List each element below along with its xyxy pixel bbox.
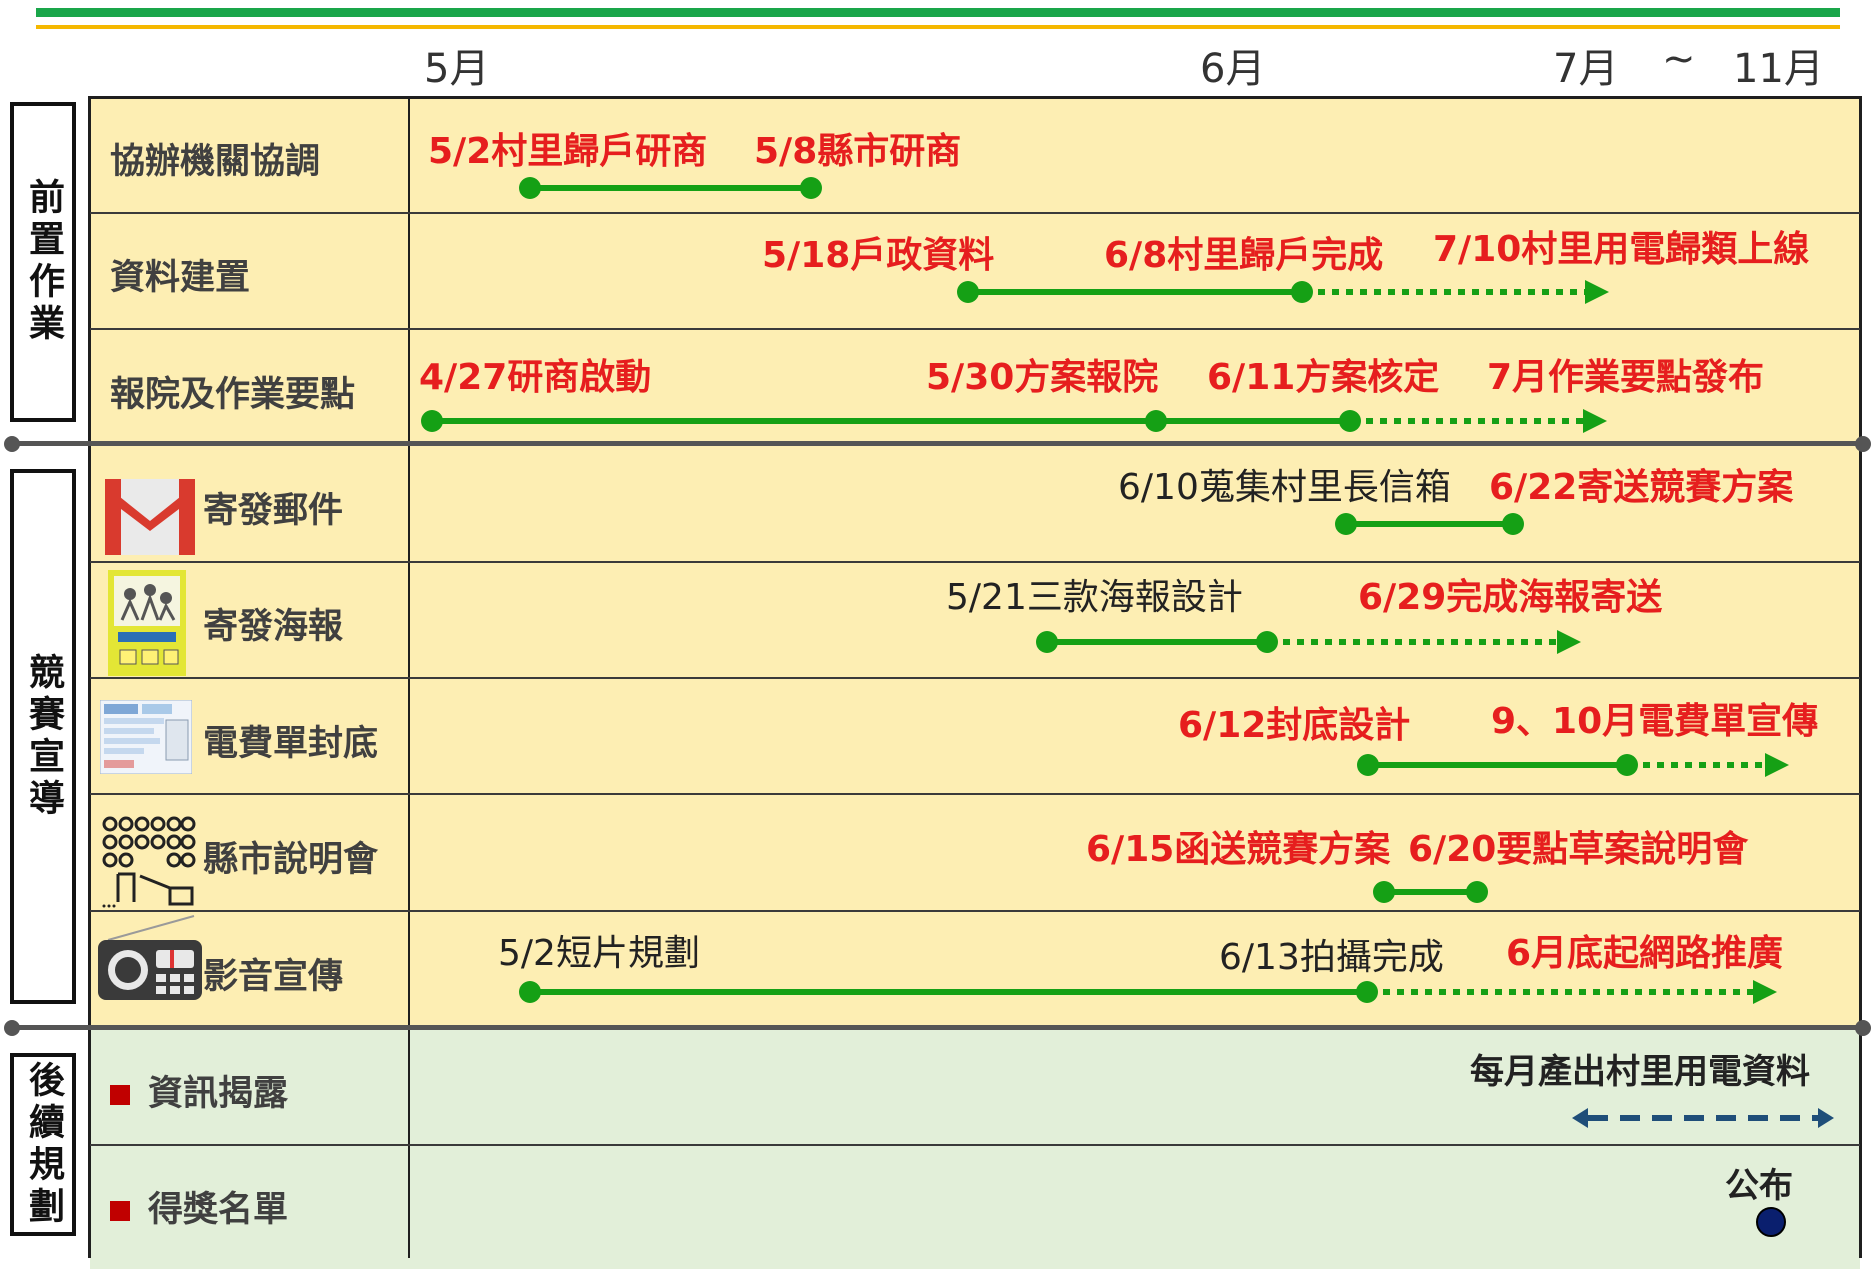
milestone-label: 6/29完成海報寄送 bbox=[1358, 577, 1663, 618]
phase-prep: 前置作業 bbox=[10, 102, 76, 422]
bill-icon bbox=[100, 700, 192, 774]
row-label-disclosure: 資訊揭露 bbox=[110, 1065, 288, 1116]
group-separator bbox=[10, 1025, 1863, 1030]
milestone-dot bbox=[421, 410, 443, 432]
milestone-label: 5/21三款海報設計 bbox=[946, 577, 1243, 618]
month-tilde: ~ bbox=[1662, 36, 1696, 82]
row-divider bbox=[90, 1144, 1860, 1146]
audience-icon bbox=[102, 816, 196, 908]
milestone-dot bbox=[1466, 881, 1488, 903]
promo-section bbox=[90, 445, 1860, 1027]
phase-follow: 後續規劃 bbox=[10, 1053, 76, 1236]
row-label-briefing: 縣市說明會 bbox=[203, 840, 379, 880]
milestone-dot bbox=[1256, 631, 1278, 653]
milestone-label: 7月作業要點發布 bbox=[1487, 357, 1765, 398]
milestone-label: 6/20要點草案說明會 bbox=[1408, 829, 1749, 870]
row-divider bbox=[90, 561, 1860, 563]
row-label-winners: 得獎名單 bbox=[110, 1181, 288, 1232]
milestone-label: 6月底起網路推廣 bbox=[1506, 933, 1784, 974]
month-nov: 11月 bbox=[1733, 46, 1824, 92]
gmail-icon bbox=[105, 479, 195, 555]
row-label-bill: 電費單封底 bbox=[203, 724, 379, 764]
milestone-label: 6/15函送競賽方案 bbox=[1086, 829, 1391, 870]
phase-promo-label: 競賽宣導 bbox=[23, 652, 64, 821]
phase-promo: 競賽宣導 bbox=[10, 469, 76, 1004]
milestone-label: 6/11方案核定 bbox=[1207, 357, 1440, 398]
month-may: 5月 bbox=[424, 46, 490, 92]
milestone-dot bbox=[519, 177, 541, 199]
phase-follow-label: 後續規劃 bbox=[23, 1060, 64, 1229]
publish-dot bbox=[1756, 1207, 1786, 1237]
milestone-label: 9、10月電費單宣傳 bbox=[1491, 701, 1819, 742]
group-separator bbox=[10, 441, 1863, 446]
milestone-label: 6/12封底設計 bbox=[1178, 705, 1411, 746]
radio-icon bbox=[98, 915, 202, 1000]
milestone-dot bbox=[1373, 881, 1395, 903]
milestone-label: 6/8村里歸戶完成 bbox=[1104, 235, 1384, 276]
row-divider bbox=[90, 212, 1860, 214]
dashed-arrow-disclosure bbox=[1572, 1108, 1834, 1128]
milestone-dot bbox=[1291, 281, 1313, 303]
separator-dot bbox=[1855, 436, 1871, 452]
row-label-poster: 寄發海報 bbox=[203, 607, 344, 647]
milestone-dot bbox=[519, 981, 541, 1003]
milestone-dot bbox=[1356, 981, 1378, 1003]
milestone-dot bbox=[1357, 754, 1379, 776]
milestone-label: 6/22寄送競賽方案 bbox=[1489, 467, 1794, 508]
month-july: 7月 bbox=[1553, 46, 1619, 92]
separator-dot bbox=[1855, 1020, 1871, 1036]
milestone-label: 5/30方案報院 bbox=[926, 357, 1159, 398]
row-label-disclosure-text: 資訊揭露 bbox=[148, 1074, 289, 1114]
row-label-video: 影音宣傳 bbox=[203, 957, 344, 997]
milestone-dot bbox=[1335, 513, 1357, 535]
milestone-label: 每月產出村里用電資料 bbox=[1470, 1052, 1810, 1092]
prep-section bbox=[90, 97, 1860, 444]
row-label-email: 寄發郵件 bbox=[203, 491, 344, 531]
month-june: 6月 bbox=[1200, 46, 1266, 92]
follow-section bbox=[90, 1029, 1860, 1269]
separator-dot bbox=[4, 1020, 20, 1036]
table-right-border bbox=[1859, 96, 1862, 1258]
milestone-dot bbox=[957, 281, 979, 303]
row-label-coordination: 協辦機關協調 bbox=[110, 142, 321, 182]
milestone-label: 5/2短片規劃 bbox=[498, 933, 700, 974]
milestone-label: 7/10村里用電歸類上線 bbox=[1433, 229, 1810, 270]
row-label-data-build: 資料建置 bbox=[110, 258, 251, 298]
row-divider bbox=[90, 910, 1860, 912]
row-label-winners-text: 得獎名單 bbox=[148, 1190, 289, 1230]
milestone-dot bbox=[1502, 513, 1524, 535]
bullet-icon bbox=[110, 1201, 130, 1221]
milestone-label: 6/13拍攝完成 bbox=[1219, 937, 1444, 978]
milestone-dot bbox=[1616, 754, 1638, 776]
row-label-report: 報院及作業要點 bbox=[110, 375, 356, 415]
milestone-dot bbox=[1145, 410, 1167, 432]
bullet-icon bbox=[110, 1085, 130, 1105]
milestone-dot bbox=[1036, 631, 1058, 653]
separator-dot bbox=[4, 436, 20, 452]
table-top-border bbox=[88, 96, 1862, 99]
milestone-dot bbox=[1339, 410, 1361, 432]
header-green-rule bbox=[36, 8, 1840, 17]
phase-prep-label: 前置作業 bbox=[23, 178, 64, 346]
milestone-label: 5/2村里歸戶研商 bbox=[428, 131, 708, 172]
milestone-label: 4/27研商啟動 bbox=[419, 357, 652, 398]
table-left-border bbox=[88, 96, 91, 1258]
milestone-label: 公布 bbox=[1725, 1166, 1793, 1206]
milestone-label: 5/18戶政資料 bbox=[762, 235, 995, 276]
header-yellow-rule bbox=[36, 25, 1840, 29]
row-divider bbox=[90, 793, 1860, 795]
row-divider bbox=[90, 328, 1860, 330]
milestone-label: 6/10蒐集村里長信箱 bbox=[1118, 467, 1451, 508]
milestone-dot bbox=[800, 177, 822, 199]
poster-icon bbox=[108, 570, 186, 676]
milestone-label: 5/8縣市研商 bbox=[754, 131, 962, 172]
row-divider bbox=[90, 677, 1860, 679]
